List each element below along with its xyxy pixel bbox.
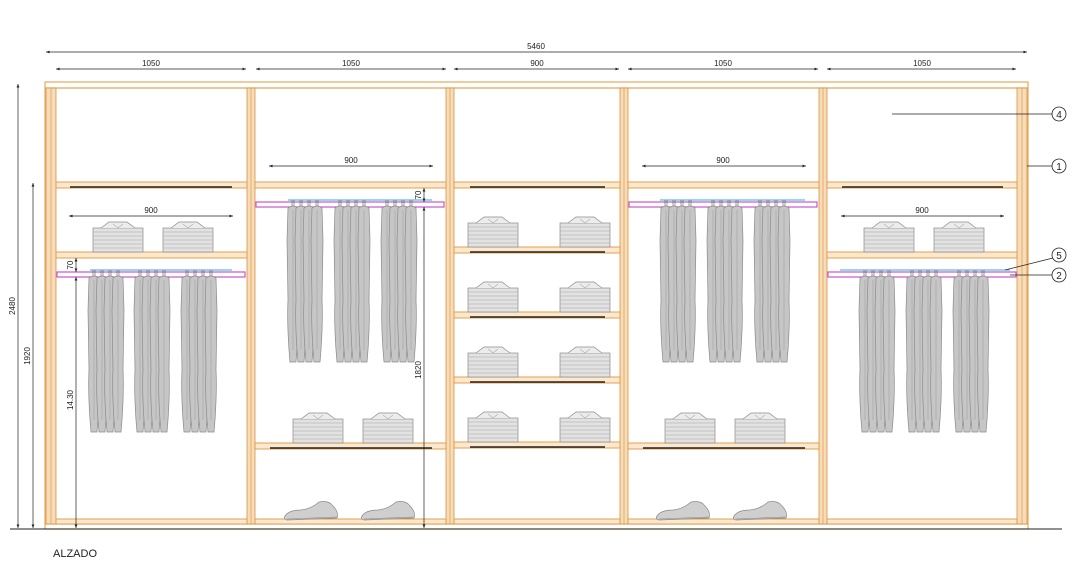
dim-module-4: 1050 bbox=[714, 59, 732, 68]
dim-inner-3: 900 bbox=[716, 156, 730, 165]
dim-inner-4: 900 bbox=[915, 206, 929, 215]
shelves bbox=[55, 181, 1018, 525]
dim-rail-offset-left: 70 bbox=[66, 260, 75, 269]
dim-height-1920: 1920 bbox=[23, 347, 32, 365]
callout-5: 5 bbox=[1056, 251, 1062, 262]
callouts: 4 1 5 2 bbox=[892, 106, 1067, 283]
dimension-lines bbox=[16, 50, 1027, 528]
dim-inner-1: 900 bbox=[144, 206, 158, 215]
callout-1: 1 bbox=[1056, 162, 1062, 173]
drawing-caption: ALZADO bbox=[53, 548, 98, 560]
dim-total-height: 2480 bbox=[8, 297, 17, 315]
callout-4: 4 bbox=[1056, 110, 1062, 121]
dim-total-width: 5460 bbox=[527, 42, 545, 51]
shoes bbox=[283, 501, 787, 521]
dim-module-5: 1050 bbox=[913, 59, 931, 68]
dim-module-1: 1050 bbox=[142, 59, 160, 68]
dimension-labels: 5460 1050 1050 900 1050 1050 900 900 900… bbox=[8, 42, 931, 410]
dim-rail-offset-right: 70 bbox=[414, 190, 423, 199]
dim-inner-2: 900 bbox=[344, 156, 358, 165]
panel-inner-lines bbox=[50, 88, 1023, 524]
dim-module-2: 1050 bbox=[342, 59, 360, 68]
dim-height-1820: 1820 bbox=[414, 361, 423, 379]
callout-2: 2 bbox=[1056, 271, 1062, 282]
dim-module-3: 900 bbox=[530, 59, 544, 68]
shelf-fronts bbox=[70, 186, 1003, 449]
dim-height-1430: 14.30 bbox=[66, 389, 75, 410]
